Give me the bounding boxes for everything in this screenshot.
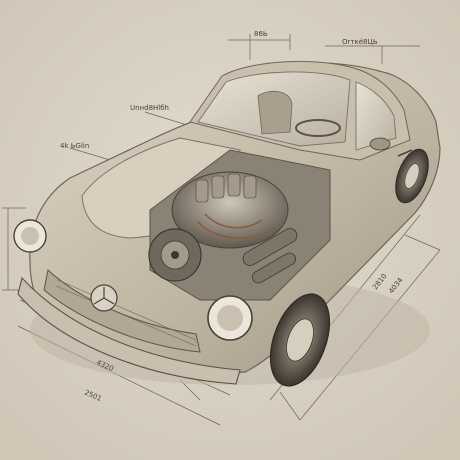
label-top-dim: 86Ь [254,30,268,38]
label-hood: 4k ЬGlin [60,142,89,150]
label-windshield: Unнd8Нlбh [130,104,169,112]
engine-cylinders [195,173,257,203]
label-top-right: Orткé8ЦЬ [342,38,378,46]
door-handle [397,149,413,157]
grille-bars [55,279,197,347]
front-seat [257,90,293,135]
exhaust-pipes [242,228,298,284]
star-badge-lines [93,287,115,305]
front-grille [43,269,201,353]
side-mirror [369,137,391,151]
front-bumper [17,276,241,385]
steering-wheel [295,119,341,137]
engine-wiring [197,213,276,239]
side-window [355,81,397,151]
